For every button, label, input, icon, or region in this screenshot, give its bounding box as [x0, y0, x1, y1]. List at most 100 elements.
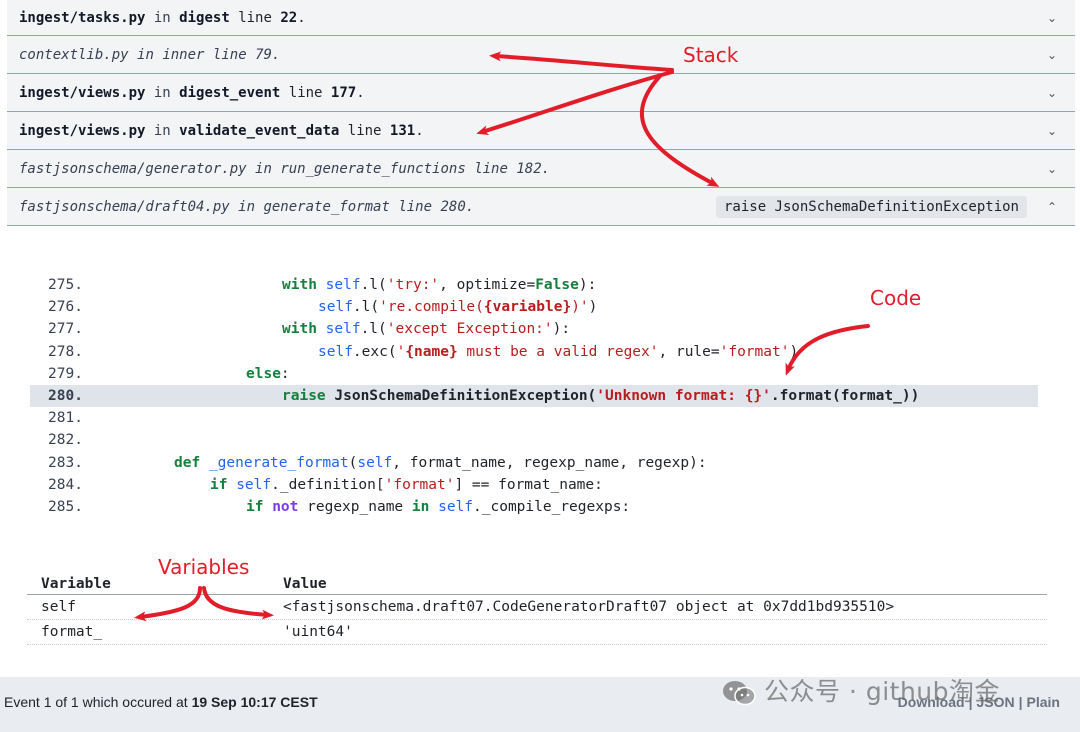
- code-block: 275. with self.l('try:', optimize=False):…: [30, 274, 1038, 518]
- watermark: 公众号 · github淘金: [722, 672, 1000, 708]
- footer-links: Download|JSON|Plain: [898, 694, 1060, 710]
- line-number: 285.: [48, 498, 83, 515]
- table-row: format_ 'uint64': [27, 620, 1047, 645]
- frame-row-0[interactable]: ingest/tasks.py in digest line 22. ⌄: [7, 0, 1075, 36]
- frame-line-word: line: [474, 160, 508, 177]
- frame-line: 280: [440, 198, 466, 215]
- variable-value: 'uint64': [283, 624, 353, 640]
- chevron-down-icon[interactable]: ⌄: [1046, 161, 1057, 176]
- frame-in: in: [153, 84, 171, 101]
- code-line: 283. def _generate_format(self, format_na…: [30, 452, 1038, 474]
- plain-link[interactable]: Plain: [1026, 694, 1060, 710]
- frame-line: 22: [280, 9, 298, 26]
- stack-frames: ingest/tasks.py in digest line 22. ⌄ con…: [7, 0, 1075, 226]
- code-text: if self._definition['format'] == format_…: [210, 476, 603, 493]
- code-text: def _generate_format(self, format_name, …: [174, 454, 707, 471]
- line-number: 279.: [48, 365, 83, 382]
- frame-dot: .: [297, 9, 306, 26]
- variables-table: Variable Value self <fastjsonschema.draf…: [27, 570, 1047, 645]
- frame-row-1[interactable]: contextlib.py in inner line 79. ⌄: [7, 36, 1075, 74]
- code-line: 281.: [30, 407, 1038, 429]
- line-number: 277.: [48, 321, 83, 338]
- line-number: 275.: [48, 277, 83, 293]
- code-line: 276. self.l('re.compile({variable})'): [30, 296, 1038, 318]
- frame-file: ingest/tasks.py: [19, 9, 146, 26]
- frame-line-word: line: [212, 46, 247, 63]
- code-line: 278. self.exc('{name} must be a valid reg…: [30, 341, 1038, 363]
- event-prefix: Event 1 of 1 which occured at: [4, 694, 188, 710]
- variable-name: format_: [41, 624, 103, 640]
- frame-func: validate_event_data: [179, 122, 340, 139]
- frame-file: fastjsonschema/draft04.py: [19, 198, 230, 215]
- frame-line-word: line: [347, 122, 382, 139]
- frame-func: generate_format: [263, 198, 390, 215]
- code-text: raise JsonSchemaDefinitionException('Unk…: [282, 387, 920, 404]
- table-row: self <fastjsonschema.draft07.CodeGenerat…: [27, 595, 1047, 620]
- code-text: if not regexp_name in self._compile_rege…: [246, 498, 631, 515]
- chevron-up-icon[interactable]: ⌃: [1046, 199, 1057, 214]
- frame-in: in: [153, 9, 171, 26]
- frame-file: ingest/views.py: [19, 84, 146, 101]
- line-number: 276.: [48, 299, 83, 316]
- variables-header-name: Variable: [41, 576, 111, 592]
- watermark-text: 公众号 · github淘金: [764, 677, 1001, 706]
- code-line: 280. raise JsonSchemaDefinitionException(…: [30, 384, 1038, 408]
- frame-func: run_generate_functions: [280, 160, 466, 177]
- code-line: 285. if not regexp_name in self._compile_…: [30, 496, 1038, 518]
- frame-dot: .: [541, 160, 551, 177]
- frame-func: digest: [179, 9, 230, 26]
- frame-dot: .: [356, 84, 365, 101]
- chevron-down-icon[interactable]: ⌄: [1046, 10, 1057, 25]
- frame-row-5[interactable]: fastjsonschema/draft04.py in generate_fo…: [7, 188, 1075, 226]
- frame-func: inner: [162, 46, 205, 63]
- code-line: 277. with self.l('except Exception:'):: [30, 318, 1038, 340]
- wechat-logo-icon: [723, 681, 756, 706]
- line-number: 284.: [48, 476, 83, 493]
- event-time: 19 Sep 10:17 CEST: [191, 694, 318, 710]
- frame-line: 177: [330, 84, 357, 101]
- frame-file: ingest/views.py: [19, 122, 146, 139]
- frame-file: fastjsonschema/generator.py: [19, 160, 247, 177]
- variables-header-value: Value: [283, 576, 327, 592]
- frame-line-word: line: [238, 9, 272, 26]
- code-text: else:: [246, 365, 290, 382]
- code-line: 282.: [30, 429, 1038, 451]
- code-text: with self.l('except Exception:'):: [282, 321, 571, 338]
- raise-badge: raise JsonSchemaDefinitionException: [715, 195, 1027, 218]
- variable-value: <fastjsonschema.draft07.CodeGeneratorDra…: [283, 599, 895, 615]
- frame-line-word: line: [288, 84, 323, 101]
- event-info: Event 1 of 1 which occured at 19 Sep 10:…: [4, 694, 318, 710]
- frame-in: in: [153, 122, 171, 139]
- chevron-down-icon[interactable]: ⌄: [1046, 85, 1057, 100]
- line-number: 280.: [48, 387, 83, 404]
- code-text: self.exc('{name} must be a valid regex',…: [318, 343, 799, 360]
- line-number: 282.: [48, 432, 83, 449]
- code-text: with self.l('try:', optimize=False):: [282, 277, 597, 293]
- chevron-down-icon[interactable]: ⌄: [1046, 123, 1057, 138]
- frame-dot: .: [271, 46, 281, 63]
- frame-row-2[interactable]: ingest/views.py in digest_event line 177…: [7, 74, 1075, 112]
- frame-line-word: line: [398, 198, 433, 215]
- frame-func: digest_event: [179, 84, 281, 101]
- frame-line: 79: [255, 46, 272, 63]
- line-number: 281.: [48, 410, 83, 427]
- variable-name: self: [41, 599, 76, 615]
- code-line: 284. if self._definition['format'] == for…: [30, 474, 1038, 496]
- frame-file: contextlib.py: [19, 46, 129, 63]
- line-number: 283.: [48, 454, 83, 471]
- frame-row-4[interactable]: fastjsonschema/generator.py in run_gener…: [7, 150, 1075, 188]
- link-separator: |: [968, 694, 973, 710]
- frame-line: 131: [389, 122, 416, 139]
- json-link[interactable]: JSON: [976, 694, 1015, 710]
- line-number: 278.: [48, 343, 83, 360]
- download-link[interactable]: Download: [897, 694, 965, 710]
- frame-row-3[interactable]: ingest/views.py in validate_event_data l…: [7, 112, 1075, 150]
- variables-header: Variable Value: [27, 570, 1047, 595]
- chevron-down-icon[interactable]: ⌄: [1046, 47, 1057, 62]
- frame-in: in: [137, 46, 154, 63]
- frame-in: in: [255, 160, 272, 177]
- frame-dot: .: [465, 198, 475, 215]
- code-text: self.l('re.compile({variable})'): [318, 299, 598, 316]
- code-line: 275. with self.l('try:', optimize=False):: [30, 274, 1038, 296]
- frame-in: in: [238, 198, 256, 215]
